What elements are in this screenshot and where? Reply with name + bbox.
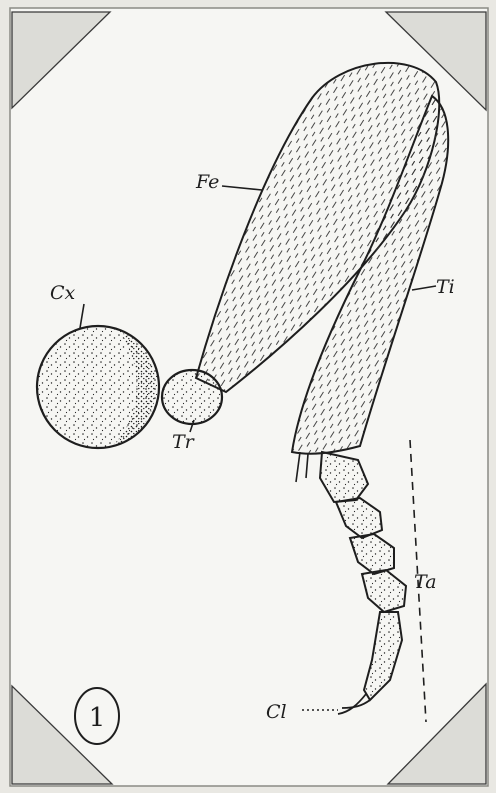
plate-number: 1: [89, 703, 106, 733]
label-claw: Cl: [266, 701, 287, 723]
label-tibia: Ti: [436, 276, 455, 298]
label-tarsus: Ta: [414, 571, 437, 593]
trochanter-segment: [162, 370, 222, 424]
label-trochanter: Tr: [172, 431, 196, 453]
label-femur: Fe: [195, 171, 219, 193]
label-coxa: Cx: [50, 282, 76, 304]
